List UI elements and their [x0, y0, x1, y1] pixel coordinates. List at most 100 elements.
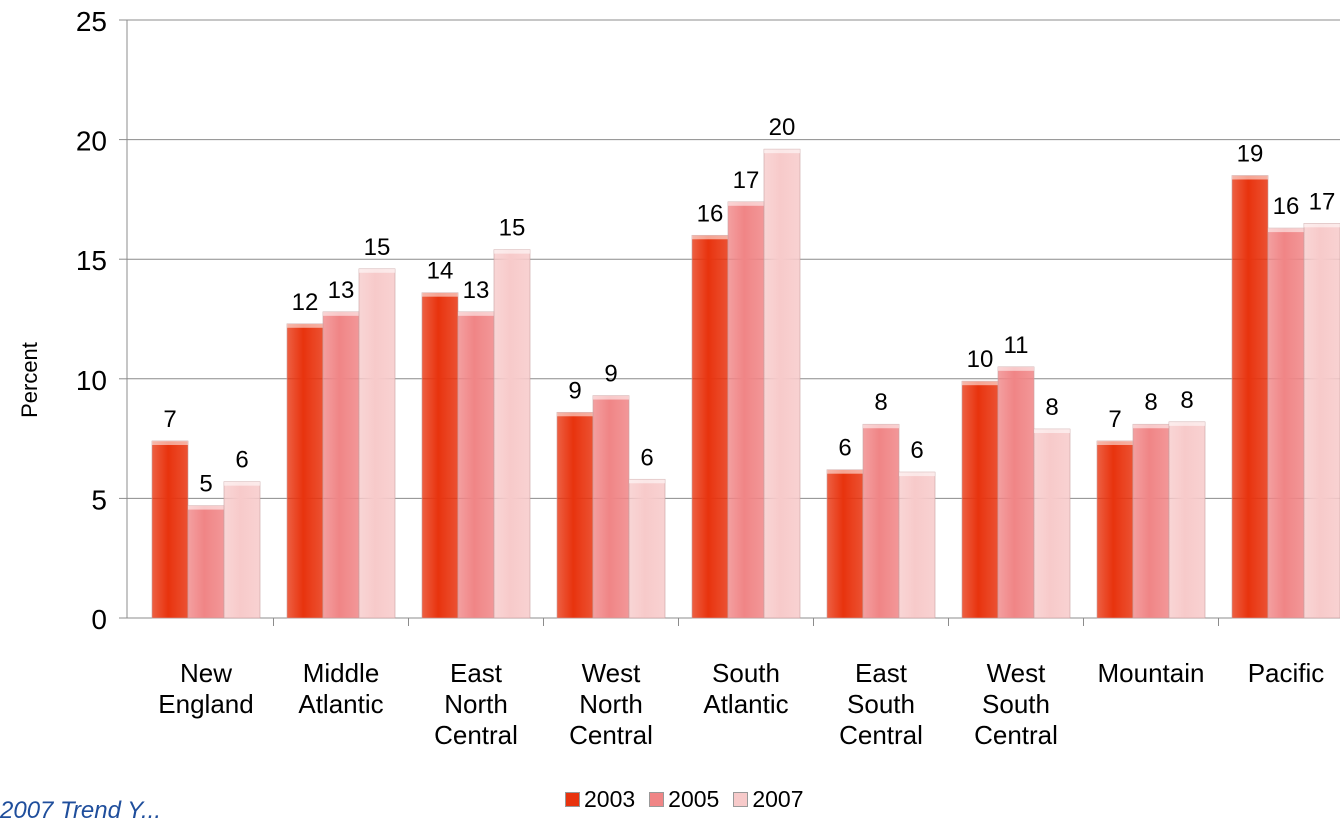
data-label: 12	[292, 289, 319, 316]
bar	[727, 201, 765, 619]
legend-item: 2005	[649, 786, 719, 813]
bar-top-highlight	[1169, 421, 1205, 426]
bar	[1132, 423, 1170, 619]
x-tick-label: West North Central	[569, 658, 653, 750]
y-tick-label: 0	[91, 604, 107, 635]
data-label: 6	[235, 447, 248, 474]
bar-top-highlight	[629, 479, 665, 484]
y-tick-label: 20	[76, 126, 107, 157]
bar	[1303, 223, 1340, 619]
bar	[421, 292, 459, 619]
bar	[556, 411, 594, 619]
bar-top-highlight	[728, 201, 764, 206]
bar-top-highlight	[1034, 429, 1070, 434]
bar	[322, 311, 360, 619]
bar	[1096, 440, 1134, 619]
x-tick-label: Mountain	[1097, 658, 1205, 688]
bar-top-highlight	[323, 311, 359, 316]
bar-top-highlight	[962, 381, 998, 386]
data-label: 6	[910, 437, 923, 464]
x-tick-label: Pacific	[1247, 658, 1325, 688]
bar	[826, 469, 864, 619]
bar	[1231, 175, 1269, 619]
bar-top-highlight	[422, 292, 458, 297]
x-tick-label: New England	[158, 658, 254, 719]
bar-top-highlight	[998, 366, 1034, 371]
data-label: 13	[328, 277, 355, 304]
data-label: 19	[1237, 140, 1264, 167]
bar-top-highlight	[593, 395, 629, 400]
footnote: 2007 Trend Y...	[0, 797, 162, 824]
bar	[961, 380, 999, 619]
legend-label: 2003	[584, 785, 636, 812]
data-label: 6	[640, 444, 653, 471]
y-tick-label: 10	[76, 365, 107, 396]
x-tick-label: East North Central	[434, 658, 518, 750]
data-label: 16	[697, 200, 724, 227]
legend-item: 2003	[565, 786, 635, 813]
bar	[493, 249, 531, 619]
bar	[997, 366, 1035, 619]
data-label: 17	[1309, 188, 1336, 215]
bar-top-highlight	[458, 311, 494, 316]
bar	[187, 505, 225, 619]
bar	[223, 481, 261, 619]
legend-item: 2007	[733, 785, 804, 813]
data-label: 8	[1045, 394, 1058, 421]
y-tick-label: 5	[91, 484, 107, 515]
bar-top-highlight	[692, 235, 728, 240]
legend-swatch	[565, 791, 580, 807]
y-tick-label: 15	[76, 245, 107, 276]
legend-swatch	[649, 791, 665, 807]
bar	[1033, 428, 1071, 619]
bar	[628, 478, 666, 619]
bar-top-highlight	[1097, 440, 1133, 445]
y-axis-label-text: Percent	[17, 342, 43, 418]
bar	[763, 148, 801, 619]
bar-top-highlight	[557, 412, 593, 417]
data-label: 13	[463, 277, 490, 304]
bar-top-highlight	[494, 249, 530, 254]
x-tick-label: East South Central	[839, 658, 923, 750]
data-label: 15	[364, 234, 391, 261]
data-label: 9	[604, 361, 617, 388]
legend: 2003 2005 2007	[565, 786, 818, 812]
data-label: 5	[199, 471, 212, 498]
bar	[898, 471, 936, 619]
bar-top-highlight	[359, 268, 395, 273]
data-label: 9	[568, 377, 581, 404]
data-label: 8	[874, 389, 887, 416]
bar-top-highlight	[1268, 228, 1304, 233]
bar	[358, 268, 396, 619]
bar-top-highlight	[863, 424, 899, 429]
bar-top-highlight	[899, 472, 935, 477]
bar-top-highlight	[1133, 424, 1169, 429]
x-tick-label: Middle Atlantic	[298, 658, 384, 719]
y-axis-label: Percent	[10, 320, 50, 440]
legend-label: 2005	[668, 785, 720, 812]
data-label: 11	[1004, 332, 1029, 359]
legend-swatch	[733, 791, 749, 807]
bar	[691, 234, 729, 619]
bar-top-highlight	[1232, 175, 1268, 180]
data-label: 15	[499, 215, 526, 242]
x-tick-label: West South Central	[974, 658, 1058, 750]
data-label: 10	[967, 346, 994, 373]
data-label: 17	[733, 167, 760, 194]
bar	[1168, 421, 1206, 619]
bar	[457, 311, 495, 619]
data-label: 14	[427, 258, 454, 285]
bar	[151, 440, 189, 619]
legend-label: 2007	[752, 785, 804, 812]
bar-top-highlight	[1304, 223, 1340, 228]
bar	[862, 423, 900, 619]
bar-top-highlight	[827, 469, 863, 474]
bar-top-highlight	[152, 440, 188, 445]
bar-top-highlight	[188, 505, 224, 510]
data-label: 16	[1273, 193, 1300, 220]
y-tick-label: 25	[76, 6, 107, 37]
bar	[1267, 227, 1305, 619]
data-label: 6	[838, 435, 851, 462]
